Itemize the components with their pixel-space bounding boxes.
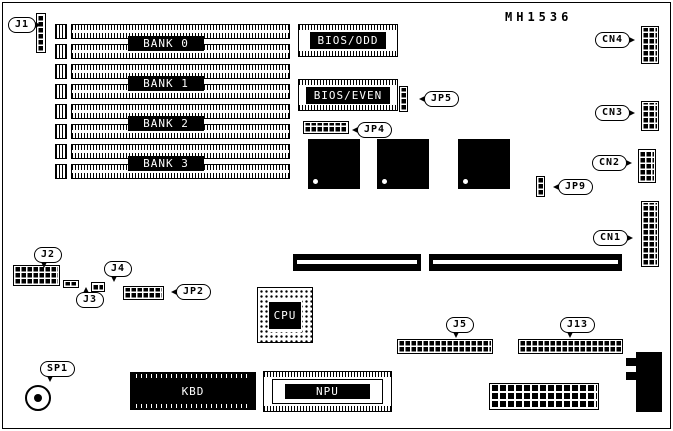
cn4-connector (641, 26, 659, 64)
jp4-jumper (303, 121, 349, 134)
cpu-label: CPU (268, 301, 302, 329)
bank0-label: BANK 0 (128, 36, 204, 51)
din-connector-body (636, 352, 662, 412)
callout-j2: J2 (34, 247, 63, 268)
bank2-label: BANK 2 (128, 116, 204, 131)
callout-jp4: JP4 (351, 122, 393, 138)
qfp-chip-2 (377, 139, 429, 189)
callout-cn3: CN3 (595, 105, 636, 121)
memory-chip (55, 104, 67, 119)
bottom-pin-header (489, 383, 599, 410)
callout-j13: J13 (560, 317, 596, 338)
cn3-connector (641, 101, 659, 131)
memory-chip (55, 24, 67, 39)
npu-socket-inner: NPU (272, 379, 383, 404)
bios-even-label: BIOS/EVEN (305, 86, 391, 104)
callout-cn2: CN2 (592, 155, 633, 171)
j3-jumper (63, 280, 79, 288)
callout-j4: J4 (104, 261, 133, 282)
j1-connector (36, 13, 46, 53)
cpu-socket-inner: CPU (268, 298, 302, 332)
j5-connector (397, 339, 493, 354)
qfp-chip-1 (308, 139, 360, 189)
j4-jumper (91, 282, 105, 292)
npu-label: NPU (284, 383, 370, 400)
jp2-connector (123, 286, 164, 300)
cpu-socket: CPU (257, 287, 313, 343)
callout-cn4: CN4 (595, 32, 636, 48)
cn1-connector (641, 201, 659, 267)
memory-chip (55, 84, 67, 99)
memory-chip (55, 124, 67, 139)
callout-jp5: JP5 (418, 91, 460, 107)
j13-connector (518, 339, 623, 354)
slot-2 (429, 254, 622, 271)
din-connector (626, 352, 662, 412)
callout-jp2: JP2 (170, 284, 212, 300)
memory-chip (55, 164, 67, 179)
j2-connector (13, 265, 60, 286)
kbd-chip: KBD (130, 372, 256, 410)
callout-j3: J3 (76, 287, 105, 308)
callout-cn1: CN1 (593, 230, 634, 246)
memory-chip (55, 44, 67, 59)
cn2-connector (638, 149, 656, 183)
bios-odd-label: BIOS/ODD (309, 32, 387, 49)
memory-chip (55, 64, 67, 79)
callout-j1: J1 (8, 17, 42, 33)
npu-socket: NPU (263, 371, 392, 412)
callout-sp1: SP1 (40, 361, 76, 382)
bios-odd-socket: BIOS/ODD (298, 24, 398, 57)
bank3-label: BANK 3 (128, 156, 204, 171)
callout-jp9: JP9 (552, 179, 594, 195)
speaker (25, 385, 51, 411)
din-connector-pin (626, 372, 636, 380)
callout-j5: J5 (446, 317, 475, 338)
bank1-label: BANK 1 (128, 76, 204, 91)
board-part-number: MH1536 (505, 10, 573, 24)
memory-chip (55, 144, 67, 159)
jp9-jumper (536, 176, 545, 197)
slot-1 (293, 254, 421, 271)
qfp-chip-3 (458, 139, 510, 189)
jp5-jumper (399, 86, 408, 112)
din-connector-pin (626, 358, 636, 366)
bios-even-socket: BIOS/EVEN (298, 79, 398, 111)
